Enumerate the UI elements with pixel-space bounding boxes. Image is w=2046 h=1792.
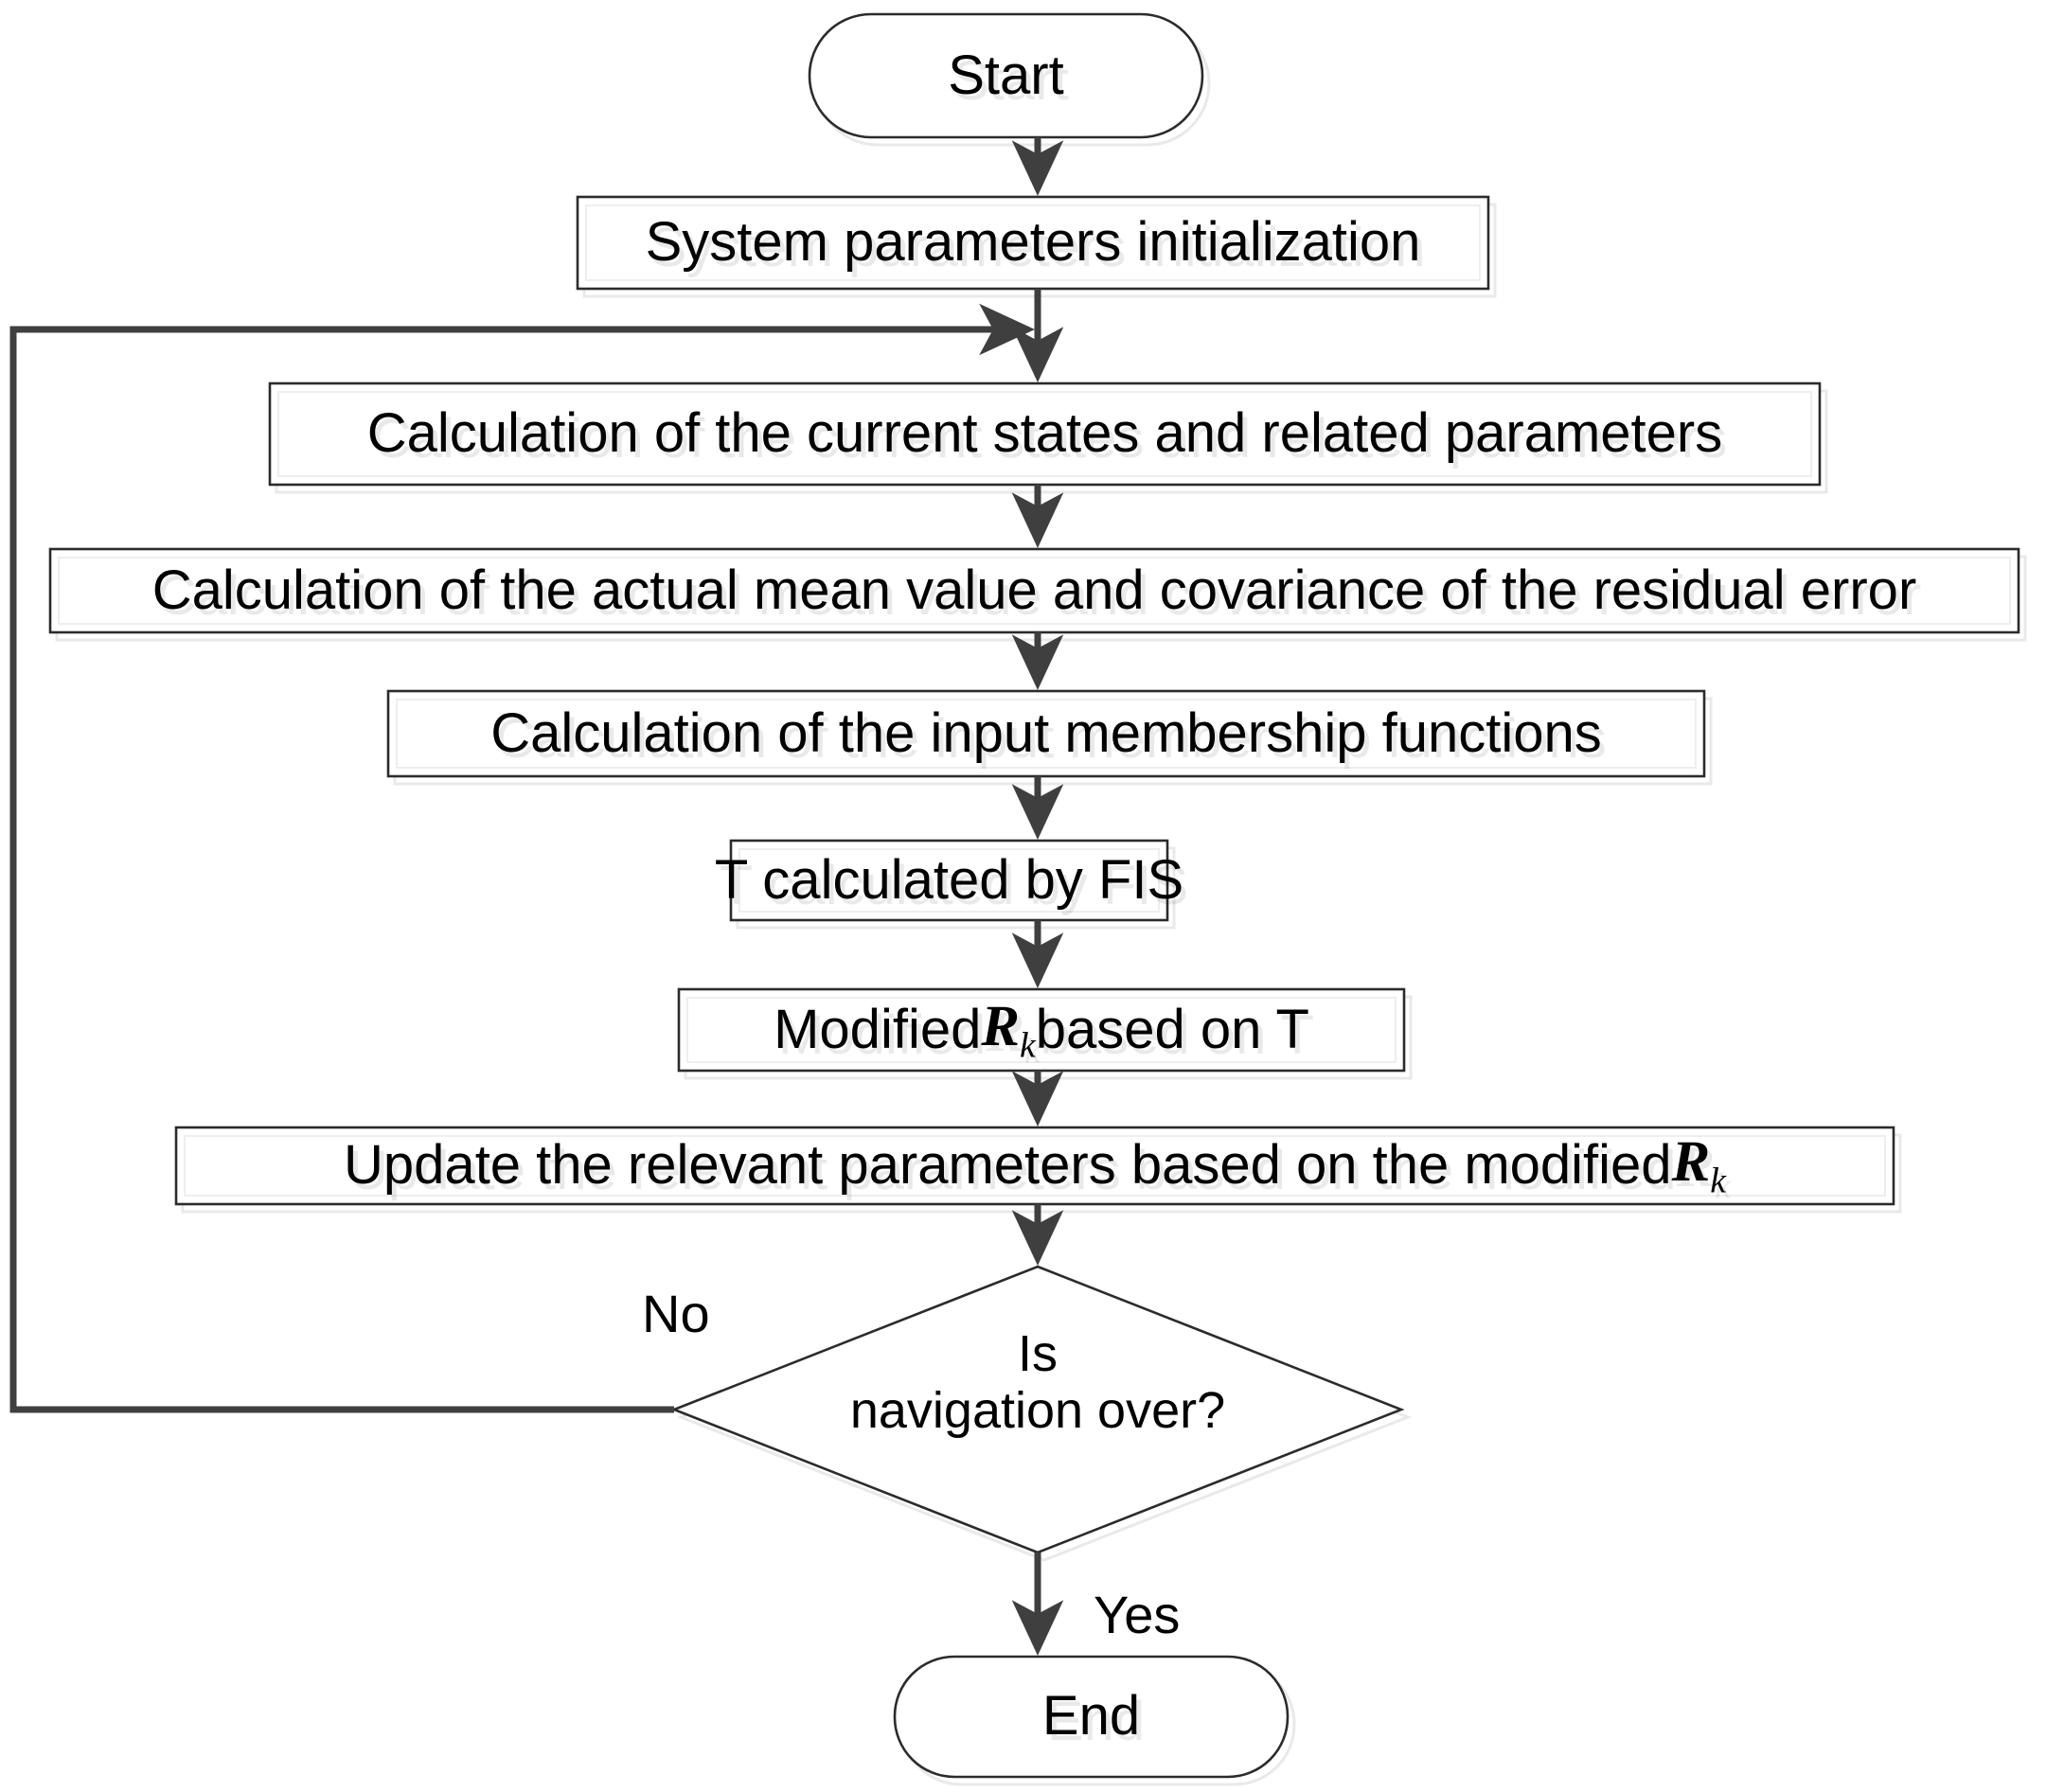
node-fis <box>729 839 1169 922</box>
node-calc-states <box>268 381 1822 487</box>
node-outlines <box>48 12 2020 1779</box>
node-calc-residual <box>48 547 2020 634</box>
node-modify-rk <box>677 987 1406 1073</box>
node-update-params <box>174 1126 1895 1206</box>
node-inner-rules <box>58 204 2011 1197</box>
edge-decision-to-states-no <box>9 303 1035 1413</box>
connectors <box>9 137 1064 1656</box>
node-init <box>576 195 1490 291</box>
node-start <box>808 12 1204 139</box>
node-end <box>893 1655 1290 1779</box>
node-calc-membership <box>386 689 1706 778</box>
node-decision <box>670 1265 1405 1554</box>
edge-label-yes: Yes <box>1094 1585 1181 1644</box>
edge-label-no: No <box>642 1284 710 1343</box>
